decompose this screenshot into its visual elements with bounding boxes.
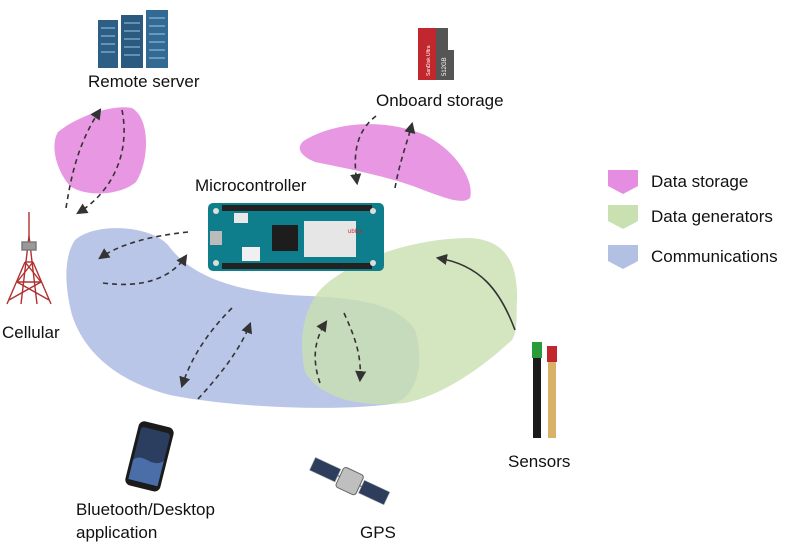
arrow-server-to-cellular — [76, 109, 125, 215]
data-generators-region — [302, 238, 518, 405]
gps-label: GPS — [360, 523, 396, 542]
circuit-board-icon: ublox — [208, 203, 384, 271]
legend-swatch-communications — [608, 245, 638, 269]
arrow-gps-up — [314, 320, 328, 384]
sd-card-brand: SanDisk Ultra — [426, 45, 432, 76]
arrow-cellular-to-server — [65, 108, 102, 209]
arrow-storage-up — [394, 121, 416, 189]
arrow-bluetooth-to-comm — [197, 321, 253, 400]
sensors-label: Sensors — [508, 452, 571, 471]
legend-label-communications: Communications — [651, 247, 778, 266]
cell-tower-icon — [6, 212, 52, 305]
remote-server-label: Remote server — [88, 72, 200, 91]
legend-swatches — [608, 170, 638, 269]
arrow-comm-to-bluetooth — [179, 307, 233, 389]
satellite-icon — [309, 457, 391, 506]
arrow-sensors-to-mcu — [435, 253, 516, 331]
microcontroller-label: Microcontroller — [195, 176, 307, 195]
arrow-mcu-to-cellular — [98, 231, 189, 260]
cellular-label: Cellular — [2, 323, 60, 342]
legend-swatch-generators — [608, 205, 638, 229]
sd-card-icon: SanDisk Ultra 512GB — [418, 28, 454, 80]
data-storage-region-top — [299, 124, 471, 201]
probe-sensors-icon — [532, 342, 557, 438]
onboard-storage-label: Onboard storage — [376, 91, 504, 110]
board-chip-label: ublox — [348, 229, 362, 235]
sd-card-capacity: 512GB — [442, 57, 448, 76]
arrow-cellular-to-mcu — [102, 254, 188, 286]
legend-label-generators: Data generators — [651, 207, 773, 226]
legend-swatch-storage — [608, 170, 638, 194]
server-rack-icon — [98, 10, 168, 68]
data-storage-region-left — [54, 107, 147, 194]
legend-label-storage: Data storage — [651, 172, 749, 191]
smartphone-icon — [125, 421, 174, 492]
bluetooth-label-line1: Bluetooth/Desktop — [76, 500, 215, 519]
bluetooth-label-line2: application — [76, 523, 158, 542]
arrow-storage-down — [350, 115, 377, 186]
